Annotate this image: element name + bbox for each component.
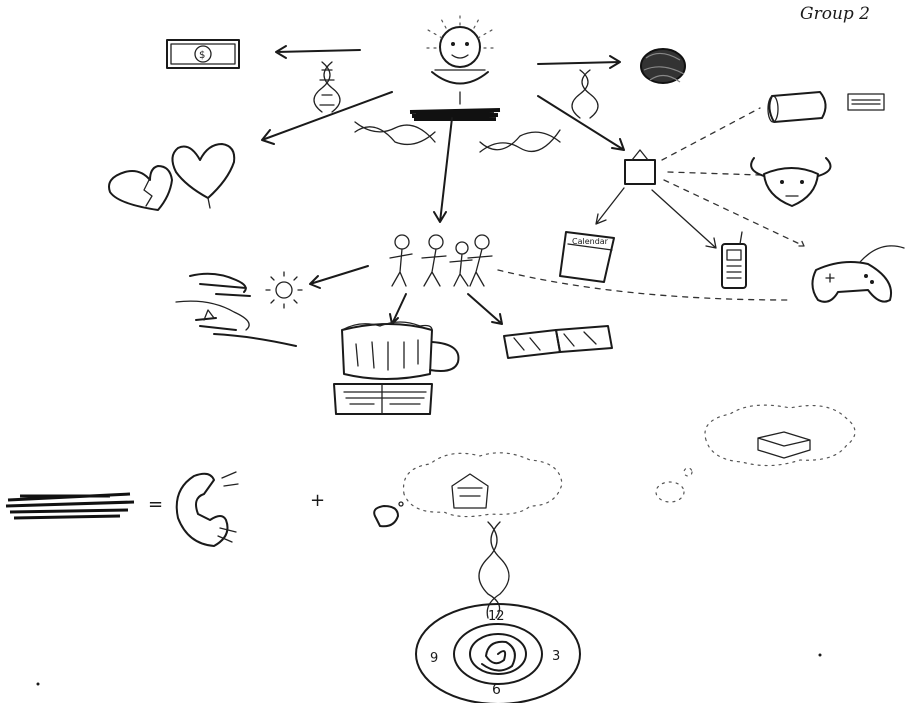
arrow-to-people xyxy=(434,118,452,222)
arrow-to-hearts xyxy=(262,92,392,144)
scribble-bar xyxy=(410,110,500,119)
tickets-icon xyxy=(504,326,612,358)
arrow-to-tickets xyxy=(468,294,502,324)
banknote-icon: $ xyxy=(167,40,239,68)
thought-cloud-box xyxy=(656,405,855,502)
calendar-icon: Calendar xyxy=(560,232,614,282)
arrow-to-beer xyxy=(390,294,406,324)
dna-strand-right xyxy=(480,130,560,152)
scribble-blob xyxy=(6,494,134,518)
svg-text:$: $ xyxy=(199,50,205,61)
sun-icon xyxy=(266,272,302,308)
waves-shore-icon xyxy=(176,301,296,346)
dna-icon xyxy=(572,70,598,118)
arrow-to-yarn xyxy=(538,56,620,68)
central-person-icon xyxy=(422,12,498,104)
plus-sign: + xyxy=(310,490,325,511)
broken-heart-icon xyxy=(109,166,172,210)
dna-strand-left xyxy=(355,122,435,144)
box-hub-icon xyxy=(625,150,655,184)
clock-number-6: 6 xyxy=(492,682,501,698)
clock-number-3: 3 xyxy=(552,649,560,664)
arrow-to-calendar xyxy=(596,188,624,224)
yarn-ball-icon xyxy=(641,49,685,83)
group-of-people-icon xyxy=(390,235,492,286)
book-icon xyxy=(334,384,432,414)
beer-mug-icon xyxy=(342,322,458,379)
cloud-scribble-icon xyxy=(190,274,250,296)
arrow-to-phone xyxy=(652,190,716,248)
clock-number-9: 9 xyxy=(430,651,438,666)
arrow-to-weather xyxy=(310,266,368,288)
equals-sign: = xyxy=(148,494,163,515)
thought-cloud-house xyxy=(374,453,562,526)
cell-phone-icon xyxy=(722,232,746,288)
bull-head-icon xyxy=(751,158,830,206)
calendar-label: Calendar xyxy=(572,237,609,246)
telephone-handset-icon xyxy=(177,472,238,546)
spiral-clock-icon: 12 3 6 9 xyxy=(416,604,580,703)
battery-icon xyxy=(848,94,884,110)
cylinder-icon xyxy=(768,92,826,122)
arrow-to-money xyxy=(276,46,360,58)
arrow-to-gamepad xyxy=(664,180,804,246)
clock-number-12: 12 xyxy=(488,609,505,624)
heart-icon xyxy=(172,144,234,208)
gamepad-icon xyxy=(812,246,904,302)
